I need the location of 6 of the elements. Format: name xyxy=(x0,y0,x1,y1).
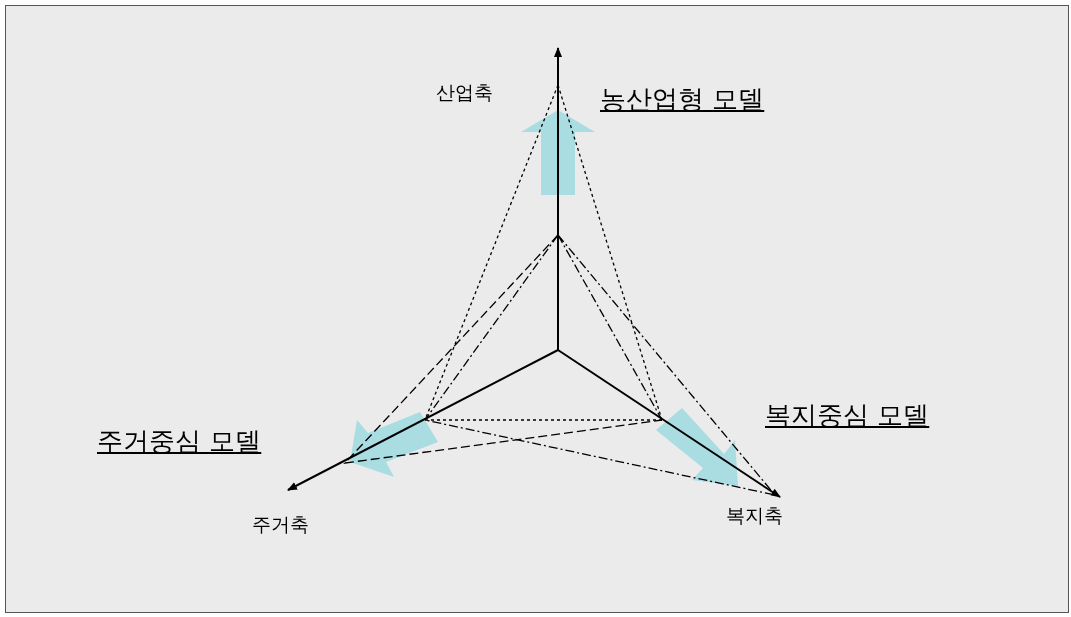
model-title: 주거중심 모델 xyxy=(97,425,262,458)
axis-label: 복지축 xyxy=(726,503,783,528)
model-title: 농산업형 모델 xyxy=(600,83,765,116)
axis-label: 산업축 xyxy=(436,80,493,105)
axis-label: 주거축 xyxy=(252,512,309,537)
model-title: 복지중심 모델 xyxy=(765,399,930,432)
